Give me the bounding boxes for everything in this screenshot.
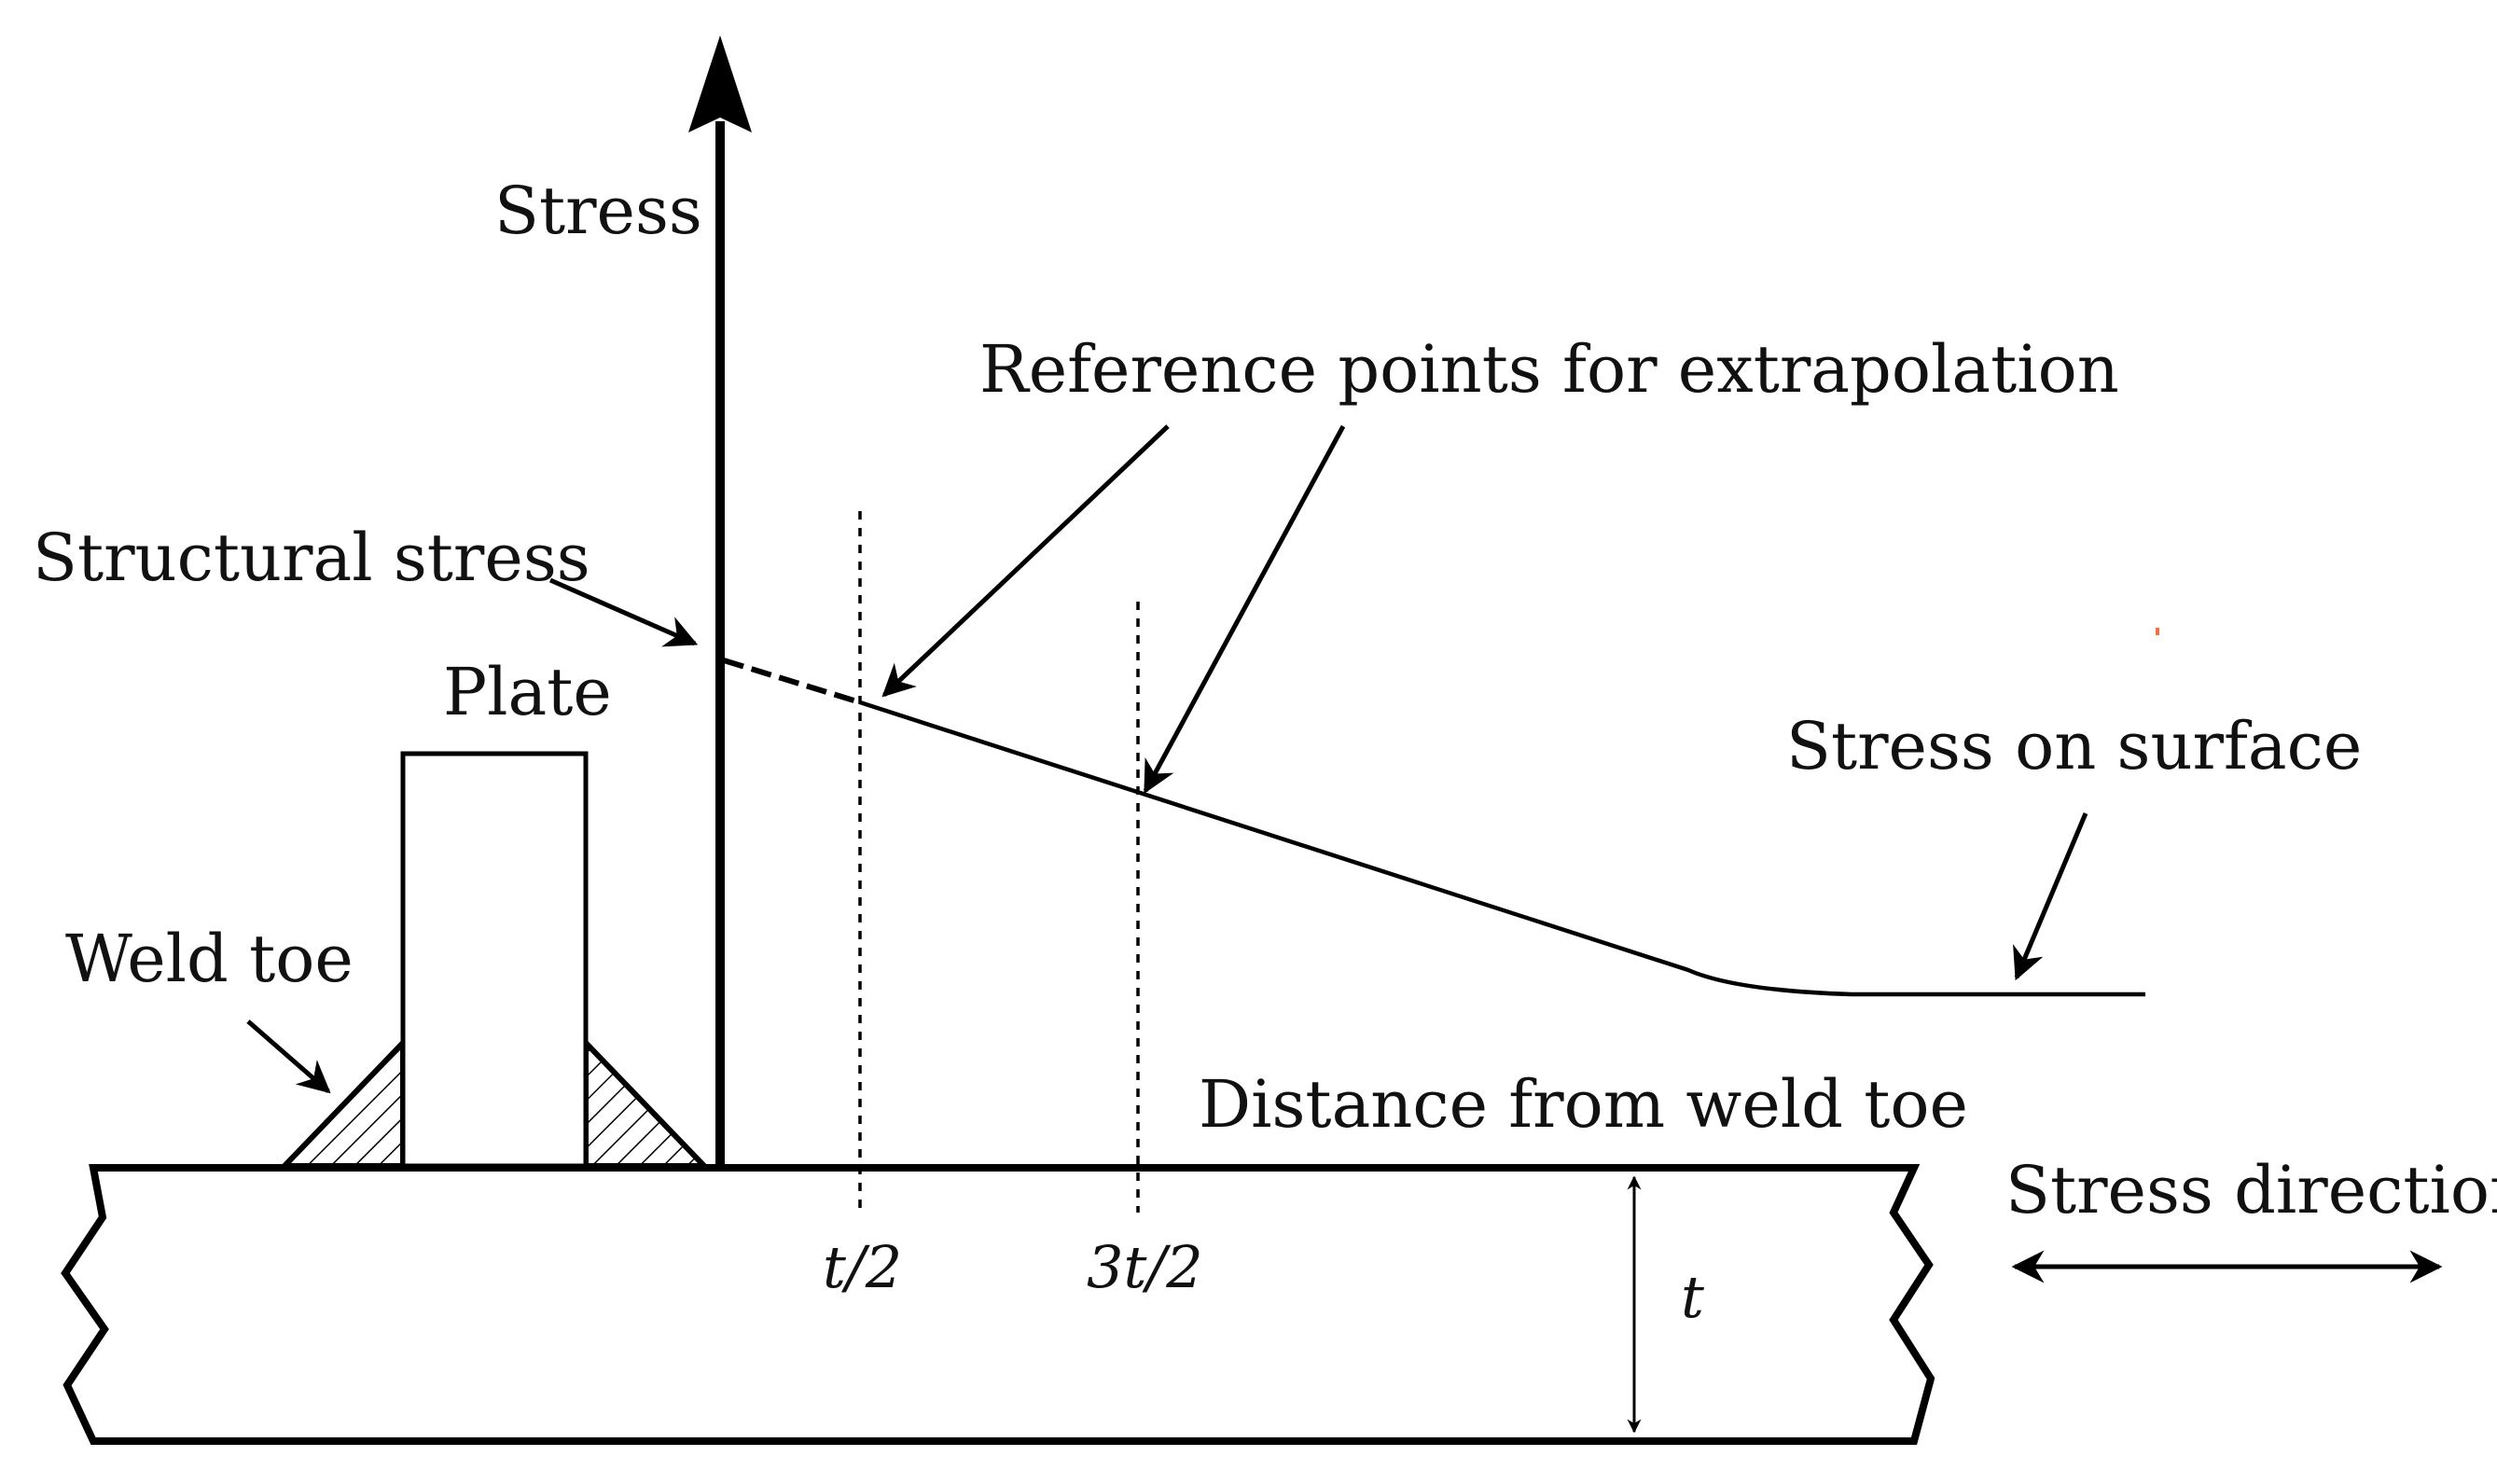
reference-arrow-t-half	[881, 424, 1170, 698]
right-fillet-weld	[583, 1035, 712, 1169]
stress-axis-label: Stress	[494, 173, 702, 249]
stray-mark	[2156, 628, 2159, 635]
stress-direction-label: Stress direction	[2005, 1152, 2497, 1228]
stress-axis-arrowhead	[688, 35, 752, 132]
left-fillet-weld	[277, 1035, 406, 1169]
stress-on-surface-label: Stress on surface	[1786, 708, 2362, 784]
attachment-plate	[400, 751, 589, 1169]
reference-points-label: Reference points for extrapolation	[979, 331, 2119, 408]
three-t-half-label: 3t/2	[1087, 1233, 1203, 1301]
plate-label: Plate	[443, 654, 612, 730]
thickness-label: t	[1681, 1263, 1704, 1331]
structural-stress-label: Structural stress	[33, 520, 590, 596]
structural-stress-arrow	[548, 577, 699, 647]
t-half-label: t/2	[823, 1233, 902, 1301]
distance-from-weld-toe-label: Distance from weld toe	[1199, 1066, 1968, 1143]
reference-arrow-three-t-half	[1143, 424, 1346, 795]
stress-on-surface-arrow	[2013, 812, 2088, 981]
weld-toe-arrow	[246, 1019, 331, 1094]
weld-toe-label: Weld toe	[65, 921, 354, 997]
base-plate	[61, 1164, 1935, 1445]
surface-stress-curve	[859, 700, 2145, 997]
extrapolation-line	[723, 658, 861, 705]
